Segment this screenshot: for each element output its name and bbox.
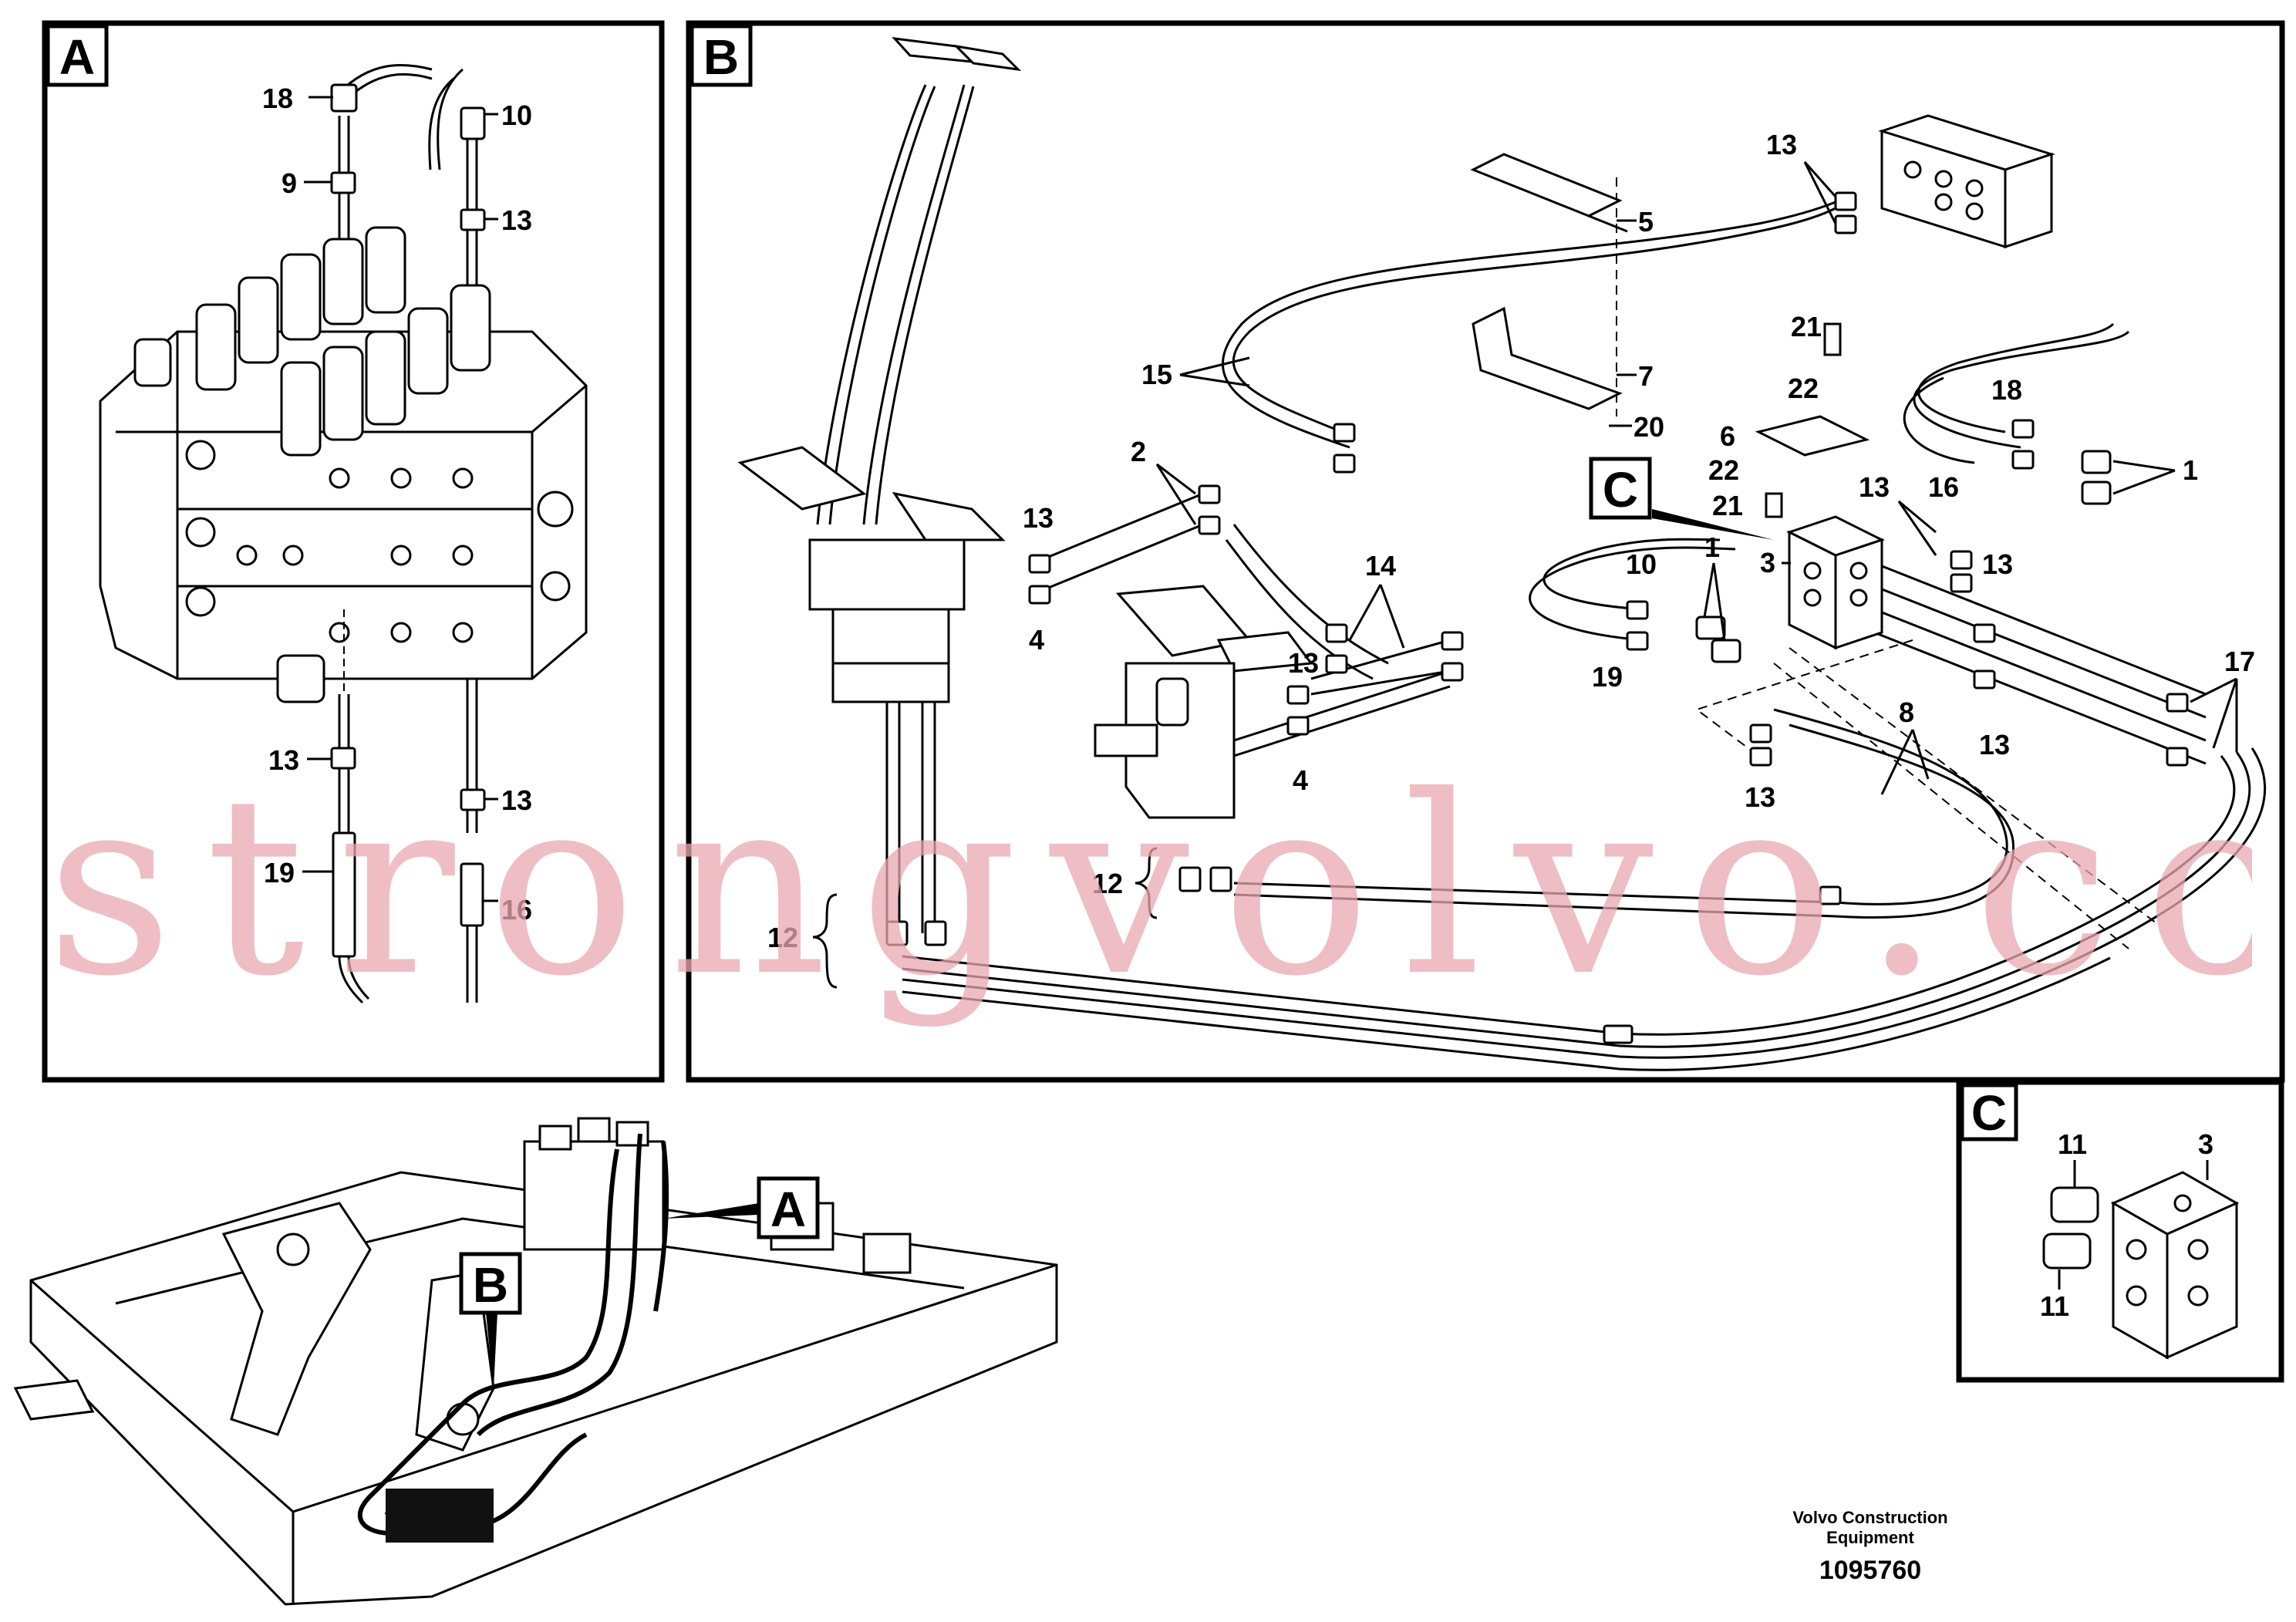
callout-b-17: 17 xyxy=(2224,646,2255,677)
callout-b-14: 14 xyxy=(1365,550,1396,582)
callout-c-3: 3 xyxy=(2198,1128,2213,1160)
footer-doc-number: 1095760 xyxy=(1819,1556,1922,1585)
overview-marker-b: B xyxy=(473,1257,508,1313)
panel-a: A xyxy=(42,20,665,1083)
overview-marker-a: A xyxy=(770,1182,806,1237)
callout-a-9: 9 xyxy=(282,167,297,199)
panel-a-letter: A xyxy=(59,29,95,85)
callout-a-18: 18 xyxy=(262,83,293,114)
footer-brand-line1: Volvo Construction xyxy=(1792,1508,1948,1527)
callout-b-13-r3: 13 xyxy=(1979,729,2010,760)
callout-b-7: 7 xyxy=(1638,360,1654,392)
callout-b-1-mid: 1 xyxy=(1704,531,1720,563)
panel-b-fittings xyxy=(885,191,2189,1044)
panel-b: B xyxy=(686,20,2285,1083)
callout-b-20: 20 xyxy=(1633,411,1664,443)
callout-c-11-bot: 11 xyxy=(2040,1290,2069,1322)
panel-b-letter: B xyxy=(703,29,739,85)
panel-b-callouts: 13 5 21 7 22 20 18 15 6 22 21 16 13 1 2 xyxy=(767,129,2255,989)
callout-b-21-top: 21 xyxy=(1791,311,1822,342)
callout-b-22-mid: 22 xyxy=(1708,454,1739,486)
callout-b-6: 6 xyxy=(1720,420,1735,452)
machine-overview: A B xyxy=(13,1117,1058,1606)
callout-b-13-r1: 13 xyxy=(1859,471,1890,503)
callout-c-11-top: 11 xyxy=(2058,1128,2087,1160)
callout-b-12-m: 12 xyxy=(1092,868,1123,899)
callout-b-8: 8 xyxy=(1899,696,1914,728)
callout-a-13-top: 13 xyxy=(501,204,532,236)
callout-b-13-m: 13 xyxy=(1288,647,1319,679)
callout-b-12-l: 12 xyxy=(767,922,798,953)
callout-b-13-b: 13 xyxy=(1745,781,1775,813)
footer: Volvo Construction Equipment 1095760 xyxy=(1766,1508,1974,1586)
callout-b-1: 1 xyxy=(2183,454,2198,486)
callout-b-5: 5 xyxy=(1638,206,1654,238)
callout-b-19: 19 xyxy=(1592,661,1623,693)
callout-b-13-r2: 13 xyxy=(1982,548,2013,580)
callout-a-16: 16 xyxy=(501,894,532,926)
callout-b-18: 18 xyxy=(1991,374,2022,406)
brackets xyxy=(1470,153,1628,410)
callout-b-16: 16 xyxy=(1928,471,1959,503)
detail-c-marker: C xyxy=(1589,457,1774,540)
callout-a-13-left: 13 xyxy=(268,744,299,776)
footer-brand-line2: Equipment xyxy=(1826,1528,1914,1547)
callout-b-13-top: 13 xyxy=(1766,129,1797,160)
manifold-block-top xyxy=(1878,114,2055,249)
callout-b-3: 3 xyxy=(1760,547,1775,578)
panel-c: C 11 3 11 xyxy=(1956,1079,2284,1383)
panel-a-callouts: 18 10 9 13 13 13 19 16 xyxy=(262,83,532,926)
block-3-detail xyxy=(2042,1171,2240,1360)
panel-c-letter: C xyxy=(1971,1085,2007,1141)
block-3 xyxy=(1755,322,1885,650)
callout-b-4-m: 4 xyxy=(1293,764,1308,796)
callout-b-10: 10 xyxy=(1626,548,1657,580)
callout-b-22-top: 22 xyxy=(1788,373,1819,404)
detail-c-marker-letter: C xyxy=(1603,462,1638,518)
joystick-console xyxy=(737,37,1022,703)
pedal-valve xyxy=(1094,585,1313,819)
callout-b-13-l1: 13 xyxy=(1023,502,1054,534)
callout-a-19: 19 xyxy=(264,857,295,889)
callout-b-15: 15 xyxy=(1141,359,1172,390)
callout-b-4-l: 4 xyxy=(1029,624,1044,656)
callout-a-10: 10 xyxy=(501,99,532,131)
callout-b-21-mid: 21 xyxy=(1712,490,1743,521)
control-valve-block xyxy=(99,226,588,703)
callout-b-2: 2 xyxy=(1131,436,1146,467)
callout-a-13-right: 13 xyxy=(501,784,532,816)
